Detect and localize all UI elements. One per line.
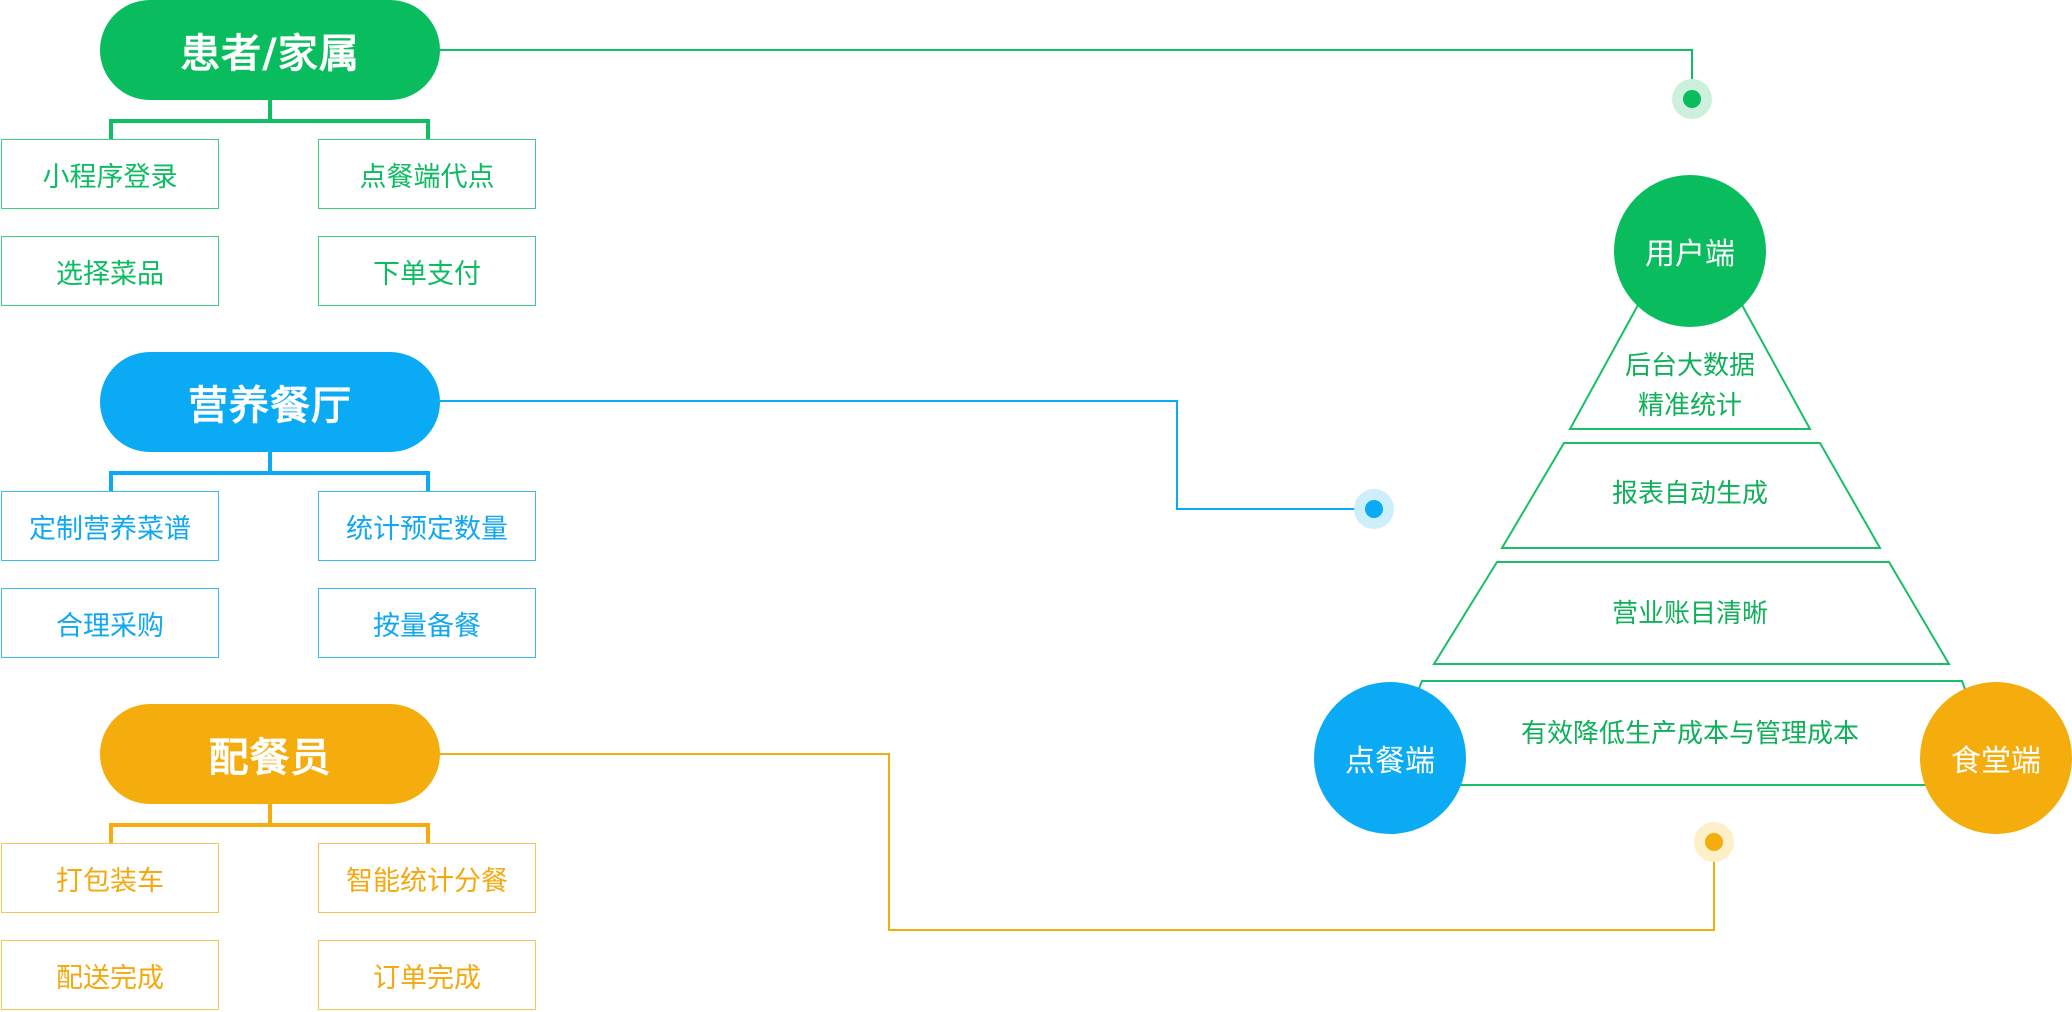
pyramid-level-1-line-2: 精准统计 [1637, 391, 1742, 421]
step-smart-distribution: 智能统计分餐 [318, 843, 536, 913]
group-title-delivery-staff: 配餐员 [100, 704, 440, 804]
step-mini-program-login: 小程序登录 [1, 139, 219, 209]
pyramid-level-1-line-1: 后台大数据 [1624, 351, 1755, 381]
orange-anchor-dot [1705, 833, 1723, 851]
step-order-complete: 订单完成 [318, 940, 536, 1010]
green-tree-connector [109, 100, 430, 139]
step-purchasing: 合理采购 [1, 588, 219, 658]
blue-link-line [440, 400, 1374, 510]
orange-tree-connector [109, 804, 430, 843]
pyramid-level-3-label: 营业账目清晰 [1611, 599, 1768, 629]
group-title-restaurant: 营养餐厅 [100, 352, 440, 452]
step-delivery-complete: 配送完成 [1, 940, 219, 1010]
pyramid-level-1-label: 后台大数据 精准统计 [1590, 346, 1790, 426]
green-anchor-dot [1683, 90, 1701, 108]
step-order-payment: 下单支付 [318, 236, 536, 306]
pyramid-level-2 [1500, 442, 1882, 549]
green-link-line [440, 49, 1693, 99]
blue-anchor-dot [1365, 500, 1383, 518]
node-user-end: 用户端 [1614, 175, 1766, 327]
step-proxy-ordering: 点餐端代点 [318, 139, 536, 209]
node-ordering-end: 点餐端 [1314, 682, 1466, 834]
node-canteen-end: 食堂端 [1920, 682, 2072, 834]
group-title-patient: 患者/家属 [100, 0, 440, 100]
blue-tree-connector [109, 452, 430, 491]
pyramid-level-2-label: 报表自动生成 [1611, 479, 1768, 509]
step-count-reservations: 统计预定数量 [318, 491, 536, 561]
pyramid-level-3 [1432, 561, 1951, 665]
step-custom-menu: 定制营养菜谱 [1, 491, 219, 561]
step-choose-dishes: 选择菜品 [1, 236, 219, 306]
step-packing-loading: 打包装车 [1, 843, 219, 913]
pyramid-level-4-label: 有效降低生产成本与管理成本 [1520, 719, 1859, 749]
orange-link-line [440, 753, 1715, 931]
step-meal-prep: 按量备餐 [318, 588, 536, 658]
